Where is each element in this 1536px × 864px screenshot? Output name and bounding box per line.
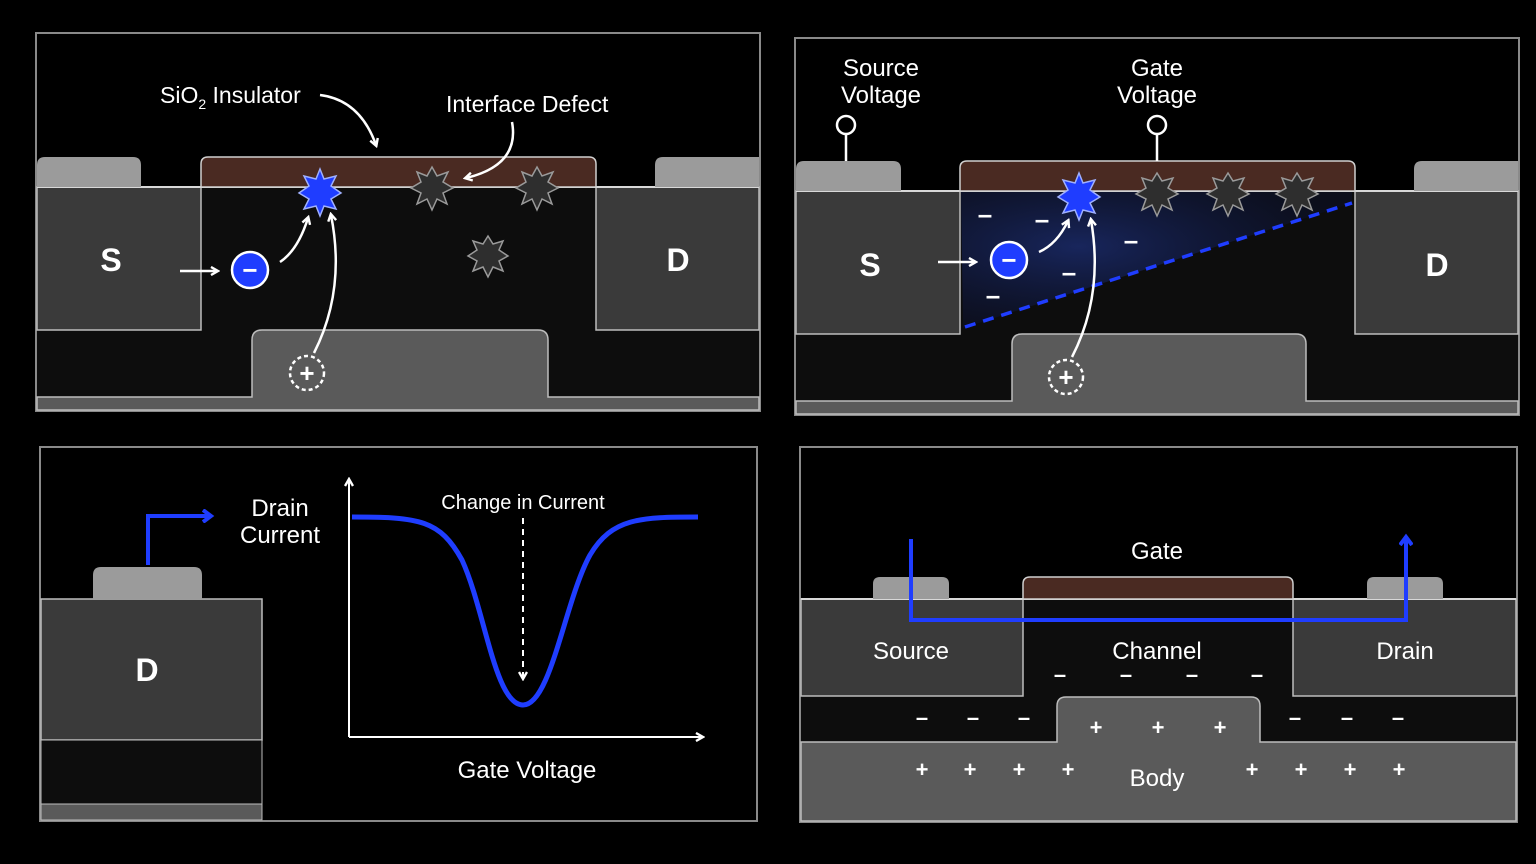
panel-1: S D SiO2 Insulator Interface Defect − + xyxy=(35,32,761,412)
source-label: S xyxy=(859,247,880,283)
electron-icon xyxy=(989,240,1029,280)
source-voltage-label-line2: Voltage xyxy=(841,82,921,109)
positive-charge: + xyxy=(1393,757,1406,782)
gate-label: Gate xyxy=(1131,538,1183,565)
positive-charge: + xyxy=(964,757,977,782)
negative-charge: – xyxy=(1035,204,1049,234)
drain-current-label-line2: Current xyxy=(240,522,320,549)
charged-defect-star-icon xyxy=(1056,170,1102,223)
current-curve xyxy=(351,514,699,708)
source-label: S xyxy=(100,242,121,278)
body-label: Body xyxy=(1130,765,1185,792)
hole-icon xyxy=(1047,358,1085,396)
electron-trap-arrow-icon xyxy=(279,218,308,264)
negative-charge: – xyxy=(1124,225,1138,255)
gate-voltage-label-line2: Voltage xyxy=(1117,82,1197,109)
drain-label: D xyxy=(666,242,689,278)
terminal-icon xyxy=(835,114,857,136)
negative-charge: – xyxy=(1120,662,1132,687)
substrate xyxy=(40,739,263,805)
positive-charge: + xyxy=(1062,757,1075,782)
negative-charge: – xyxy=(916,705,928,730)
drain-label: Drain xyxy=(1376,638,1433,665)
charge-region xyxy=(961,192,1352,328)
defect-label: Interface Defect xyxy=(446,91,609,117)
hole-icon xyxy=(288,354,326,392)
source-label: Source xyxy=(873,638,949,665)
hole-arrow-icon xyxy=(1070,220,1095,358)
body-well xyxy=(795,333,1519,415)
panel-4: Gate Source Channel Drain Body – – – – –… xyxy=(799,446,1518,823)
source-terminal xyxy=(37,157,141,187)
negative-charge: – xyxy=(986,280,1000,310)
negative-charge: – xyxy=(1392,705,1404,730)
defect-star-icon xyxy=(409,165,455,212)
positive-charge: + xyxy=(1013,757,1026,782)
terminal-icon xyxy=(1146,114,1168,136)
panel-3: D Drain Current Gate Voltage Change in C… xyxy=(39,446,758,822)
electron-symbol: − xyxy=(242,255,257,285)
defect-star-icon xyxy=(1134,171,1180,218)
drain-current-arrow-icon xyxy=(146,516,210,565)
body-well xyxy=(36,329,760,411)
insulator-label: SiO2 Insulator xyxy=(160,82,301,112)
charged-defect-star-icon xyxy=(297,166,343,219)
negative-charge: – xyxy=(1186,662,1198,687)
electron-icon xyxy=(230,250,270,290)
body-well xyxy=(800,696,1517,822)
source-terminal xyxy=(796,161,901,191)
drain-region xyxy=(595,186,760,331)
positive-charge: + xyxy=(1246,757,1259,782)
drain-label: D xyxy=(135,652,158,688)
negative-charge: – xyxy=(1062,257,1076,287)
positive-charge: + xyxy=(916,757,929,782)
gate-oxide xyxy=(1022,576,1294,600)
channel-label: Channel xyxy=(1112,638,1201,665)
electron-trap-arrow-icon xyxy=(1038,221,1068,254)
defect-star-icon xyxy=(466,234,510,279)
negative-charge: – xyxy=(1251,662,1263,687)
hole-arrow-icon xyxy=(312,215,338,354)
negative-charge: – xyxy=(967,705,979,730)
positive-charge: + xyxy=(1344,757,1357,782)
source-region xyxy=(795,190,961,335)
positive-charge: + xyxy=(1214,715,1227,740)
hole-symbol: + xyxy=(1058,362,1073,392)
defect-arrow-icon xyxy=(466,121,515,178)
channel-boundary-dashed-line xyxy=(964,201,1353,329)
drain-terminal xyxy=(93,567,202,599)
defect-star-icon xyxy=(514,165,560,212)
negative-charge: – xyxy=(1018,705,1030,730)
drain-current-label-line1: Drain xyxy=(251,495,308,522)
current-path-arrow-icon xyxy=(909,538,1406,622)
negative-charge: – xyxy=(1054,662,1066,687)
gate-voltage-label-line1: Gate xyxy=(1131,55,1183,82)
negative-charge: – xyxy=(1341,705,1353,730)
positive-charge: + xyxy=(1295,757,1308,782)
x-axis-label: Gate Voltage xyxy=(458,757,597,784)
negative-charge: – xyxy=(978,199,992,229)
body-well xyxy=(40,803,263,821)
change-in-current-label: Change in Current xyxy=(441,492,605,514)
positive-charge: + xyxy=(1090,715,1103,740)
positive-charge: + xyxy=(1152,715,1165,740)
negative-charge: – xyxy=(1289,705,1301,730)
drain-region xyxy=(1354,190,1519,335)
electron-symbol: − xyxy=(1001,245,1016,275)
hole-symbol: + xyxy=(299,358,314,388)
drain-terminal xyxy=(655,157,759,187)
drain-terminal xyxy=(1414,161,1518,191)
drain-region xyxy=(40,598,263,741)
defect-star-icon xyxy=(1205,171,1251,218)
source-voltage-label-line1: Source xyxy=(843,55,919,82)
drain-label: D xyxy=(1425,247,1448,283)
defect-star-icon xyxy=(1274,171,1320,218)
insulator-arrow-icon xyxy=(319,93,376,145)
panel-2: Source Voltage Gate Voltage S D – – – – … xyxy=(794,37,1520,416)
